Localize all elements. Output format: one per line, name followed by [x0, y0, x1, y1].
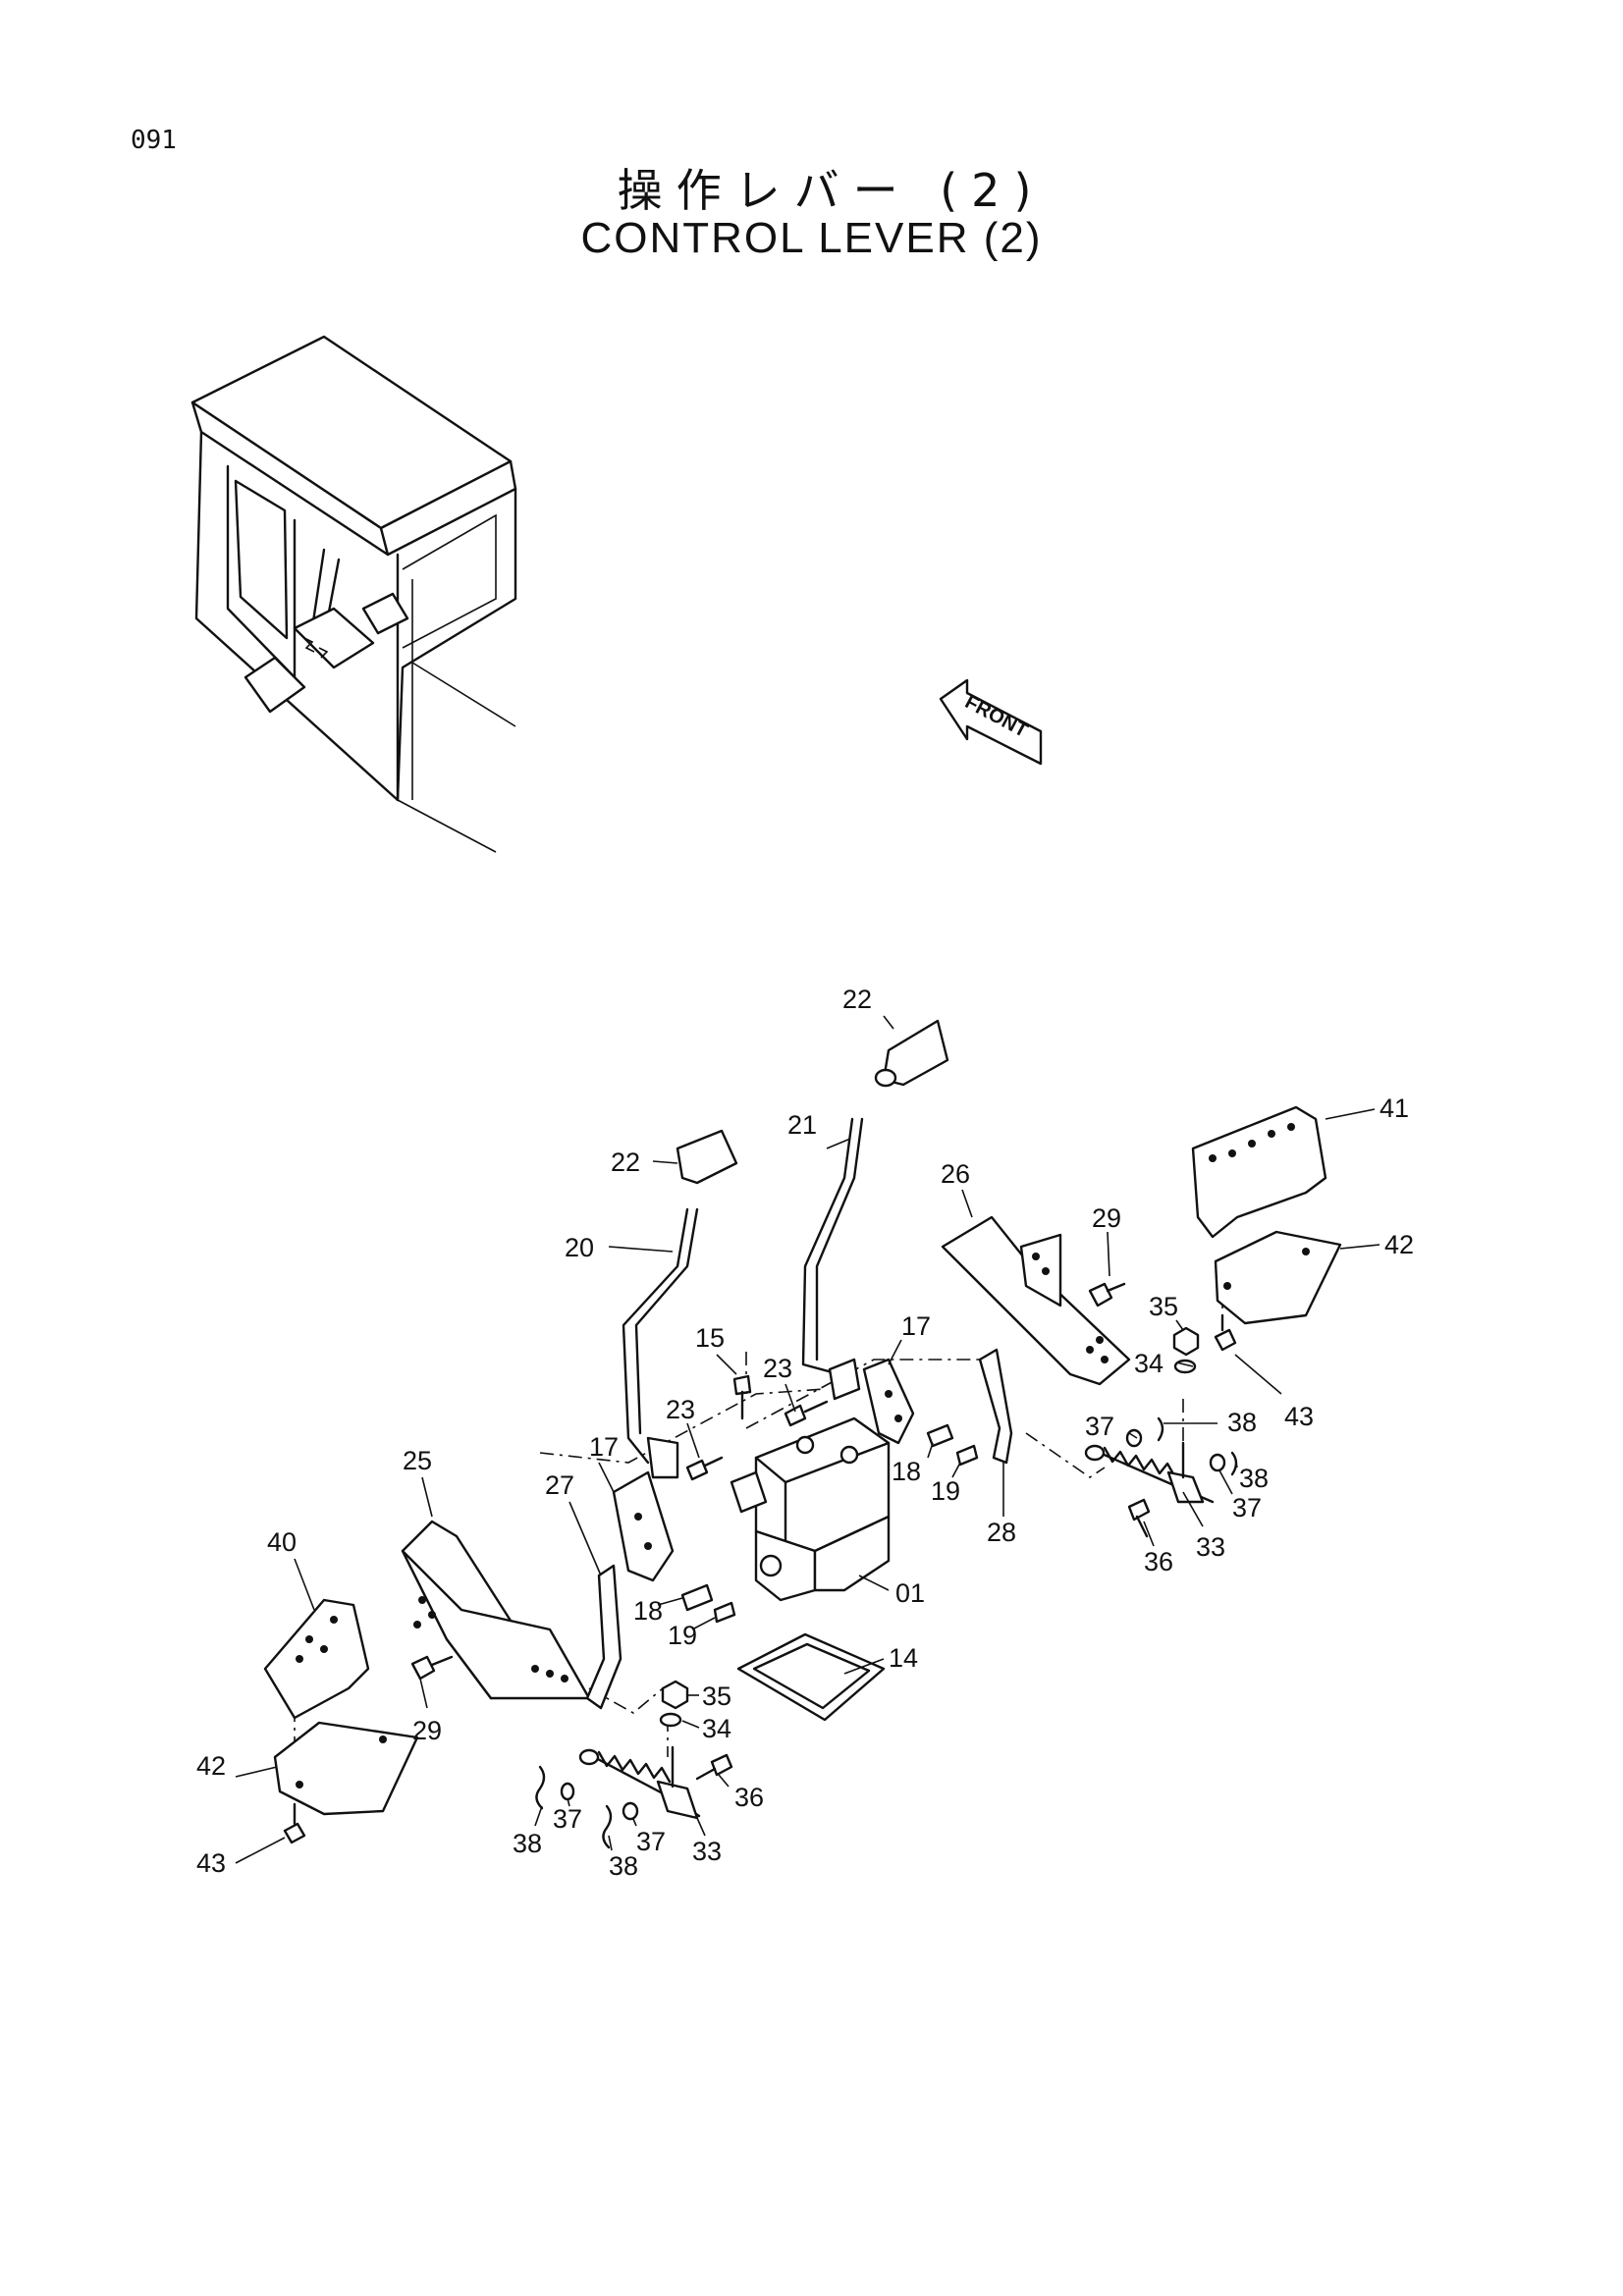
callout-label: 38 [609, 1851, 638, 1881]
callout-label: 22 [842, 985, 872, 1014]
cab-overview-illustration [190, 335, 517, 853]
callout-label: 29 [1092, 1203, 1121, 1233]
callout-label: 20 [565, 1233, 594, 1262]
callout-labels: 22 21 41 22 26 29 42 20 35 15 17 34 43 2… [196, 985, 1414, 1881]
callout-label: 37 [1232, 1493, 1262, 1522]
callout-label: 33 [692, 1837, 722, 1866]
title-english: CONTROL LEVER (2) [580, 214, 1043, 262]
callout-label: 19 [668, 1621, 697, 1650]
callout-label: 37 [636, 1827, 666, 1856]
callout-label: 38 [1239, 1464, 1269, 1493]
callout-label: 41 [1380, 1094, 1409, 1123]
callout-label: 22 [611, 1148, 640, 1177]
callout-label: 35 [702, 1682, 731, 1711]
callout-label: 21 [787, 1110, 817, 1140]
callout-label: 26 [941, 1159, 970, 1189]
callout-label: 34 [1134, 1349, 1163, 1378]
callout-label: 19 [931, 1476, 960, 1506]
page-number: 091 [131, 126, 177, 155]
callout-label: 37 [1085, 1412, 1114, 1441]
pedal-base-25-holes [413, 1596, 568, 1682]
callout-label: 36 [1144, 1547, 1173, 1576]
callout-label: 34 [702, 1714, 731, 1743]
callout-label: 18 [892, 1457, 921, 1486]
callout-label: 33 [1196, 1532, 1225, 1562]
callout-label: 42 [1384, 1230, 1414, 1259]
title-japanese: 操作レバー (2) [617, 164, 1046, 217]
callout-label: 17 [901, 1311, 931, 1341]
callout-label: 27 [545, 1470, 574, 1500]
callout-label: 18 [633, 1596, 663, 1626]
exploded-assembly [263, 1019, 1342, 1849]
callout-label: 15 [695, 1323, 725, 1353]
pedal-41-holes [1209, 1123, 1295, 1162]
front-direction-arrow: FRONT [939, 678, 1043, 766]
callout-label: 14 [889, 1643, 918, 1673]
callout-label: 35 [1149, 1292, 1178, 1321]
callout-label: 42 [196, 1751, 226, 1781]
callout-label: 43 [1284, 1402, 1314, 1431]
callout-label: 43 [196, 1848, 226, 1878]
spring-assembly-left [560, 1745, 701, 1821]
callout-label: 25 [403, 1446, 432, 1475]
callout-label: 23 [666, 1395, 695, 1424]
callout-label: 29 [412, 1716, 442, 1745]
callout-label: 38 [1227, 1408, 1257, 1437]
callout-label: 01 [895, 1578, 925, 1608]
callout-label: 17 [589, 1432, 619, 1462]
callout-label: 37 [553, 1804, 582, 1834]
pedal-40-holes [296, 1616, 338, 1663]
callout-label: 40 [267, 1527, 297, 1557]
callout-label: 23 [763, 1354, 792, 1383]
pedal-base-26-holes [1032, 1253, 1109, 1363]
callout-label: 28 [987, 1518, 1016, 1547]
callout-label: 36 [734, 1783, 764, 1812]
callout-label: 38 [513, 1829, 542, 1858]
